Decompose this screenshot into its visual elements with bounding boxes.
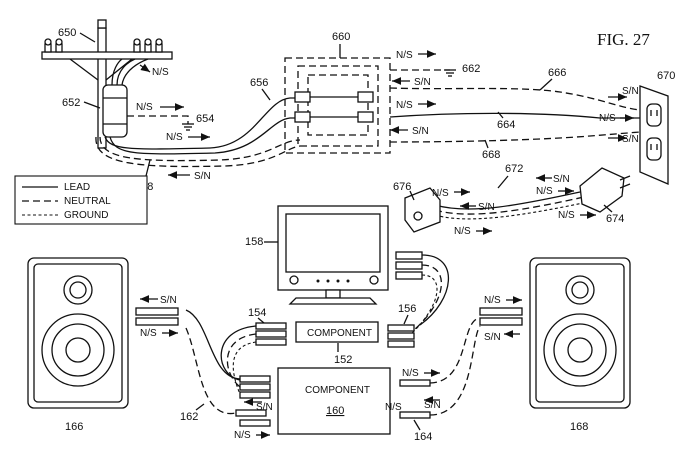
ref-168: 168 [570, 421, 588, 433]
figure-title: FIG. 27 [597, 30, 650, 49]
signal-label: N/S [152, 67, 169, 78]
utility-pole [41, 19, 173, 149]
ref-158: 158 [245, 236, 263, 248]
ref-672: 672 [505, 163, 523, 175]
signal-label: N/S [432, 188, 449, 199]
ref-166: 166 [65, 421, 83, 433]
ref-668: 668 [482, 149, 500, 161]
component-152-label: COMPONENT [307, 328, 372, 339]
ref-656: 656 [250, 77, 268, 89]
monitor-connectors [395, 251, 423, 280]
branch-neutral-666 [389, 87, 641, 111]
signal-label: S/N [622, 86, 639, 97]
signal-label: N/S [166, 132, 183, 143]
ref-662: 662 [462, 63, 480, 75]
service-cable-656 [95, 97, 301, 168]
ref-666: 666 [548, 67, 566, 79]
legend-neutral: NEUTRAL [64, 196, 111, 207]
signal-label: S/N [553, 174, 570, 185]
signal-label: S/N [478, 202, 495, 213]
wall-outlet [639, 85, 669, 185]
ref-154: 154 [248, 307, 266, 319]
ref-674: 674 [606, 213, 624, 225]
extension-cord [404, 167, 631, 233]
signal-label: N/S [140, 328, 157, 339]
ref-650: 650 [58, 27, 76, 39]
legend: LEAD NEUTRAL GROUND [14, 175, 148, 225]
signal-label: S/N [256, 402, 273, 413]
signal-label: N/S [536, 186, 553, 197]
ref-162: 162 [180, 411, 198, 423]
signal-label: S/N [414, 77, 431, 88]
signal-label: S/N [412, 126, 429, 137]
ref-156: 156 [398, 303, 416, 315]
signal-label: N/S [599, 113, 616, 124]
ref-652: 652 [62, 97, 80, 109]
monitor [277, 205, 389, 305]
legend-ground: GROUND [64, 210, 108, 221]
ref-660: 660 [332, 31, 350, 43]
signal-label: N/S [396, 50, 413, 61]
signal-label: N/S [136, 102, 153, 113]
signal-label: N/S [396, 100, 413, 111]
signal-label: N/S [484, 295, 501, 306]
signal-label: N/S [454, 226, 471, 237]
signal-label: N/S [558, 210, 575, 221]
signal-label: S/N [622, 134, 639, 145]
ref-654: 654 [196, 113, 214, 125]
legend-lead: LEAD [64, 182, 90, 193]
signal-label: N/S [234, 430, 251, 441]
ref-164: 164 [414, 431, 432, 443]
breaker-panel [284, 57, 391, 154]
transformer [102, 84, 128, 138]
signal-label: S/N [484, 332, 501, 343]
component-152-box [295, 321, 379, 343]
plug-adapter [579, 167, 625, 213]
branch-ground-668 [389, 131, 641, 143]
component-160-ref: 160 [326, 405, 344, 417]
component-160-box [277, 367, 391, 435]
ref-670: 670 [657, 70, 675, 82]
ref-152: 152 [334, 354, 352, 366]
signal-label: N/S [402, 368, 419, 379]
ref-676: 676 [393, 181, 411, 193]
branch-lead-664 [389, 112, 640, 119]
left-speaker [27, 257, 179, 409]
signal-label: S/N [424, 400, 441, 411]
component-160-label: COMPONENT [305, 385, 370, 396]
right-speaker [479, 257, 631, 409]
ref-664: 664 [497, 119, 515, 131]
component-152-connectors [255, 322, 415, 348]
signal-label: S/N [160, 295, 177, 306]
signal-label: S/N [194, 171, 211, 182]
signal-label: N/S [385, 402, 402, 413]
